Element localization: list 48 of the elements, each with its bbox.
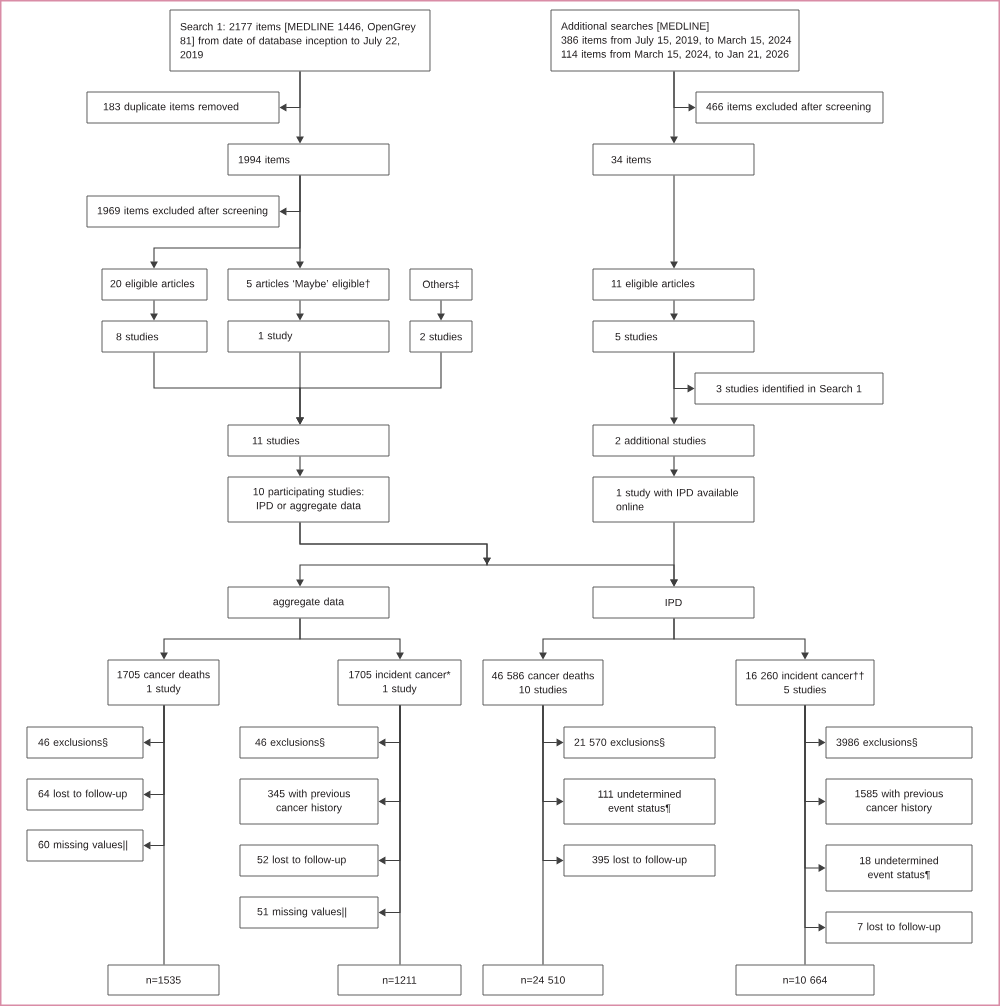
flow-box: n=10 664	[735, 964, 875, 996]
flow-box: Search 1: 2177 items [MEDLINE 1446, OpenGrey 81] from date of database inception to July 22, 2019	[169, 9, 431, 72]
flow-box: IPD	[592, 586, 755, 619]
flow-box: 111 undetermined event status¶	[563, 778, 716, 825]
flow-box: 18 undetermined event status¶	[825, 844, 973, 892]
flow-box: 60 missing values||	[26, 829, 144, 862]
flow-box: 34 items	[592, 143, 755, 176]
flow-box: 46 exclusions§	[26, 726, 144, 759]
flow-box: 51 missing values||	[239, 896, 379, 929]
flow-box: n=1535	[107, 964, 220, 996]
flow-box: 46 586 cancer deaths 10 studies	[482, 659, 604, 706]
flow-box: 8 studies	[101, 320, 208, 353]
flow-box: 1969 items excluded after screening	[86, 195, 280, 228]
flow-box: 64 lost to follow-up	[26, 778, 144, 811]
connector-line	[804, 704, 806, 966]
flow-box: Additional searches [MEDLINE] 386 items from July 15, 2019, to March 15, 2024 114 items from March 15, 2024, to Jan 21, 2026	[550, 9, 800, 72]
flow-box: 46 exclusions§	[239, 726, 379, 759]
flow-box: 345 with previous cancer history	[239, 778, 379, 825]
flow-box: 395 lost to follow-up	[563, 844, 716, 877]
flow-box: 1705 cancer deaths 1 study	[107, 659, 220, 706]
flow-box: 20 eligible articles	[101, 268, 208, 301]
flow-box: 1 study with IPD available online	[592, 476, 755, 523]
flow-box: 1994 items	[227, 143, 390, 176]
flow-box: 1 study	[227, 320, 390, 353]
flow-box: 3 studies identified in Search 1	[694, 372, 884, 405]
flow-box: 183 duplicate items removed	[86, 91, 280, 124]
flow-box: 3986 exclusions§	[825, 726, 973, 759]
flow-box: 1705 incident cancer* 1 study	[337, 659, 462, 706]
flow-box: 21 570 exclusions§	[563, 726, 716, 759]
flow-box: n=1211	[337, 964, 462, 996]
connector-line	[542, 704, 544, 966]
flow-box: 466 items excluded after screening	[695, 91, 884, 124]
flow-box: 5 studies	[592, 320, 755, 353]
flow-box: Others‡	[409, 268, 473, 301]
flow-box: 1585 with previous cancer history	[825, 778, 973, 825]
flow-box: 11 studies	[227, 424, 390, 457]
flow-box: 5 articles ‘Maybe’ eligible†	[227, 268, 390, 301]
flow-box: n=24 510	[482, 964, 604, 996]
flow-box: 52 lost to follow-up	[239, 844, 379, 877]
flow-box: 11 eligible articles	[592, 268, 755, 301]
connector-line	[163, 704, 165, 966]
flow-box: aggregate data	[227, 586, 390, 619]
flow-box: 7 lost to follow-up	[825, 911, 973, 944]
flow-box: 10 participating studies: IPD or aggregate data	[227, 476, 390, 523]
flow-box: 2 studies	[409, 320, 473, 353]
flow-box: 2 additional studies	[592, 424, 755, 457]
connector-line	[399, 704, 401, 966]
flow-box: 16 260 incident cancer†† 5 studies	[735, 659, 875, 706]
